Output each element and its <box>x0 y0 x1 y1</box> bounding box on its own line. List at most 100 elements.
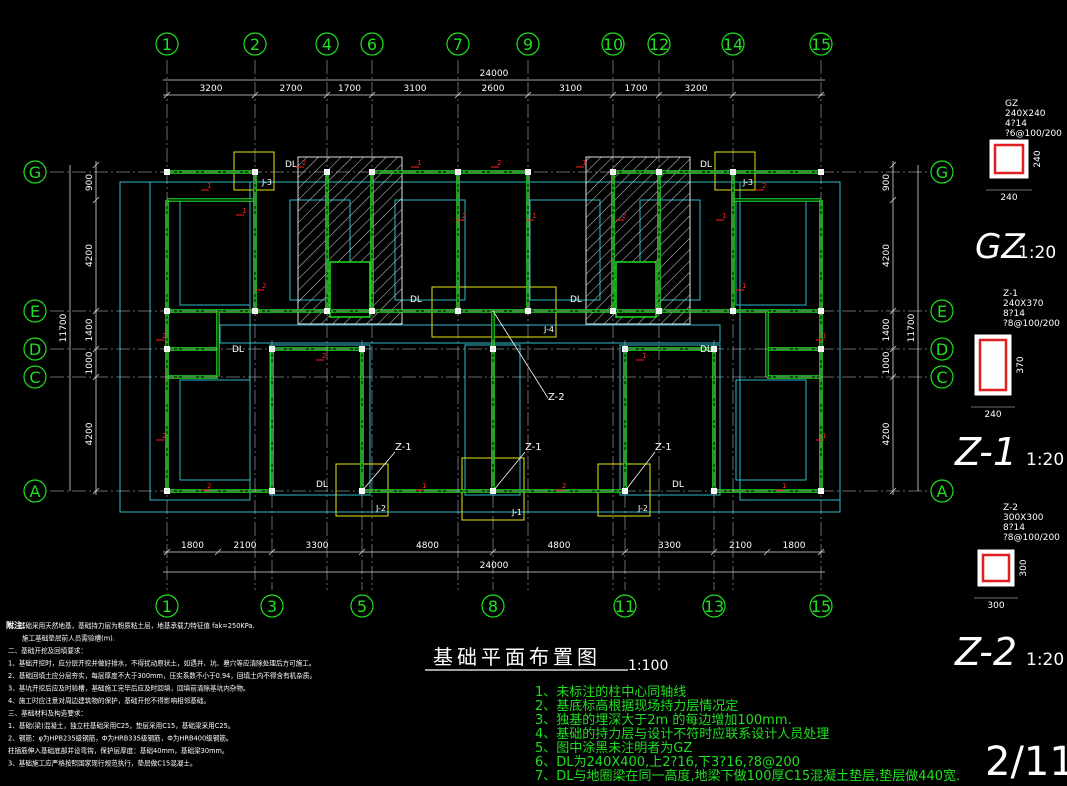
bottom-axis-3-label: 3 <box>267 597 277 616</box>
section-mark-18: 1 <box>782 482 786 490</box>
top-tick <box>323 91 331 99</box>
section-mark-3: 2 <box>497 159 501 167</box>
bottom-tick <box>358 548 366 556</box>
leader-z2 <box>492 310 549 399</box>
bottom-tick <box>710 548 718 556</box>
left-dim-3: 1000 <box>85 351 95 374</box>
right-axis-C-label: C <box>936 368 947 387</box>
top-axis-1-label: 1 <box>162 35 172 54</box>
drawing-scale: 1:100 <box>628 658 668 674</box>
top-tick <box>368 91 376 99</box>
right-axis-D-label: D <box>936 340 948 359</box>
right-dim-3: 1000 <box>882 351 892 374</box>
section-mark-10: 1 <box>722 212 726 220</box>
top-axis-4-label: 4 <box>322 35 332 54</box>
col-spec-1-0: Z-1 <box>1003 289 1018 299</box>
footing-label-3: J-2 <box>375 504 386 513</box>
foundation-outline-8 <box>739 181 841 501</box>
foundation-outline-2 <box>179 379 251 481</box>
bottom-dim-5: 3300 <box>658 541 681 551</box>
col-height-1: 370 <box>1016 356 1026 373</box>
top-axis-10-circle <box>601 32 625 56</box>
col-name-2: Z-2 <box>954 630 1017 674</box>
left-note-10: 柱插筋伸入基础底部并设弯钩，保护层厚度：基础40mm，基础梁30mm。 <box>8 746 229 755</box>
bottom-axis-8-label: 8 <box>488 597 498 616</box>
leader-z1-0 <box>361 451 396 492</box>
col-spec-1-2: 8?14 <box>1003 309 1025 319</box>
leader-z1-text-1: Z-1 <box>525 442 542 453</box>
left-note-3: 1、基础开挖时，应分层开挖并做好排水，不得扰动原状土，如遇井、坑、墓穴等应清除处… <box>8 659 316 668</box>
col-spec-2-2: 8?14 <box>1003 523 1025 533</box>
top-axis-12-circle <box>647 32 671 56</box>
left-note-4: 2、基础回填土应分层夯实，每层厚度不大于300mm，压实系数不小于0.94，回填… <box>8 671 316 680</box>
bottom-dim-4: 4800 <box>548 541 571 551</box>
top-axis-2-label: 2 <box>250 35 260 54</box>
right-tick <box>889 373 897 381</box>
right-dim-0: 900 <box>882 174 892 191</box>
left-tick <box>92 161 100 169</box>
top-dim-3: 3100 <box>404 84 427 94</box>
section-mark-4: 1 <box>582 159 586 167</box>
bottom-dim-3: 4800 <box>416 541 439 551</box>
col-spec-0-2: 4?14 <box>1005 119 1027 129</box>
bottom-tick <box>763 548 771 556</box>
top-dim-5: 3100 <box>559 84 582 94</box>
section-mark-2: 1 <box>417 159 421 167</box>
leader-z1-text-0: Z-1 <box>395 442 412 453</box>
footing-label-1: J-3 <box>742 178 753 187</box>
left-dim-1: 4200 <box>85 244 95 267</box>
bottom-axis-13-circle <box>702 594 726 618</box>
top-dim-0: 3200 <box>200 84 223 94</box>
left-tick <box>92 373 100 381</box>
green-note-4: 5、图中涂黑未注明者为GZ <box>535 740 692 756</box>
left-note-11: 3、基础施工应严格按照国家现行规范执行，垫层做C15混凝土。 <box>8 759 197 768</box>
top-axis-7-circle <box>446 32 470 56</box>
col-stirrup-0 <box>993 143 1025 175</box>
left-note-9: 2、钢筋：φ为HPB235级钢筋，Ф为HRB335级钢筋，Ф为HRB400级钢筋… <box>8 734 233 743</box>
col-spec-2-0: Z-2 <box>1003 503 1018 513</box>
footing-label-4: J-2 <box>637 504 648 513</box>
left-tick <box>92 196 100 204</box>
footing-label-5: J-1 <box>511 508 522 517</box>
section-mark-12: 1 <box>742 282 746 290</box>
col-width-1: 240 <box>984 410 1001 420</box>
left-tick <box>92 307 100 315</box>
bottom-total-dim: 24000 <box>480 561 509 571</box>
bottom-axis-5-label: 5 <box>357 597 367 616</box>
right-dim-4: 4200 <box>882 422 892 445</box>
right-dim-1: 4200 <box>882 244 892 267</box>
top-axis-9-label: 9 <box>523 35 533 54</box>
leader-z1-1 <box>492 451 526 492</box>
bottom-axis-1-circle <box>155 594 179 618</box>
left-axis-C-circle <box>23 365 47 389</box>
left-axis-C-label: C <box>29 368 40 387</box>
left-note-6: 4、施工时应注意对周边建筑物的保护，基础开挖不得影响相邻基础。 <box>8 696 210 705</box>
top-dim-1: 2700 <box>280 84 303 94</box>
col-scale-2: 1:20 <box>1026 650 1064 670</box>
top-total-dim: 24000 <box>480 69 509 79</box>
right-tick <box>889 161 897 169</box>
right-tick <box>889 196 897 204</box>
bottom-tick <box>489 548 497 556</box>
bottom-dim-1: 2100 <box>234 541 257 551</box>
right-axis-E-label: E <box>937 302 947 321</box>
section-mark-11: 2 <box>262 282 266 290</box>
col-scale-0: 1:20 <box>1018 243 1056 263</box>
top-dim-4: 2600 <box>482 84 505 94</box>
right-axis-E-circle <box>930 299 954 323</box>
col-width-2: 300 <box>987 601 1004 611</box>
right-axis-A-circle <box>930 479 954 503</box>
right-axis-C-circle <box>930 365 954 389</box>
col-spec-0-1: 240X240 <box>1005 109 1046 119</box>
section-mark-6: 1 <box>242 207 246 215</box>
beam-label-1: DL <box>700 160 712 170</box>
page-number: 2/11 <box>985 739 1067 785</box>
left-dim-2: 1400 <box>85 318 95 341</box>
section-mark-5: 2 <box>762 182 766 190</box>
top-tick <box>251 91 259 99</box>
right-axis-G-label: G <box>936 163 948 182</box>
right-tick <box>889 345 897 353</box>
left-tick <box>92 345 100 353</box>
green-note-5: 6、DL为240X400,上2?16,下3?16,?8@200 <box>535 755 800 770</box>
section-mark-15: 2 <box>207 482 211 490</box>
